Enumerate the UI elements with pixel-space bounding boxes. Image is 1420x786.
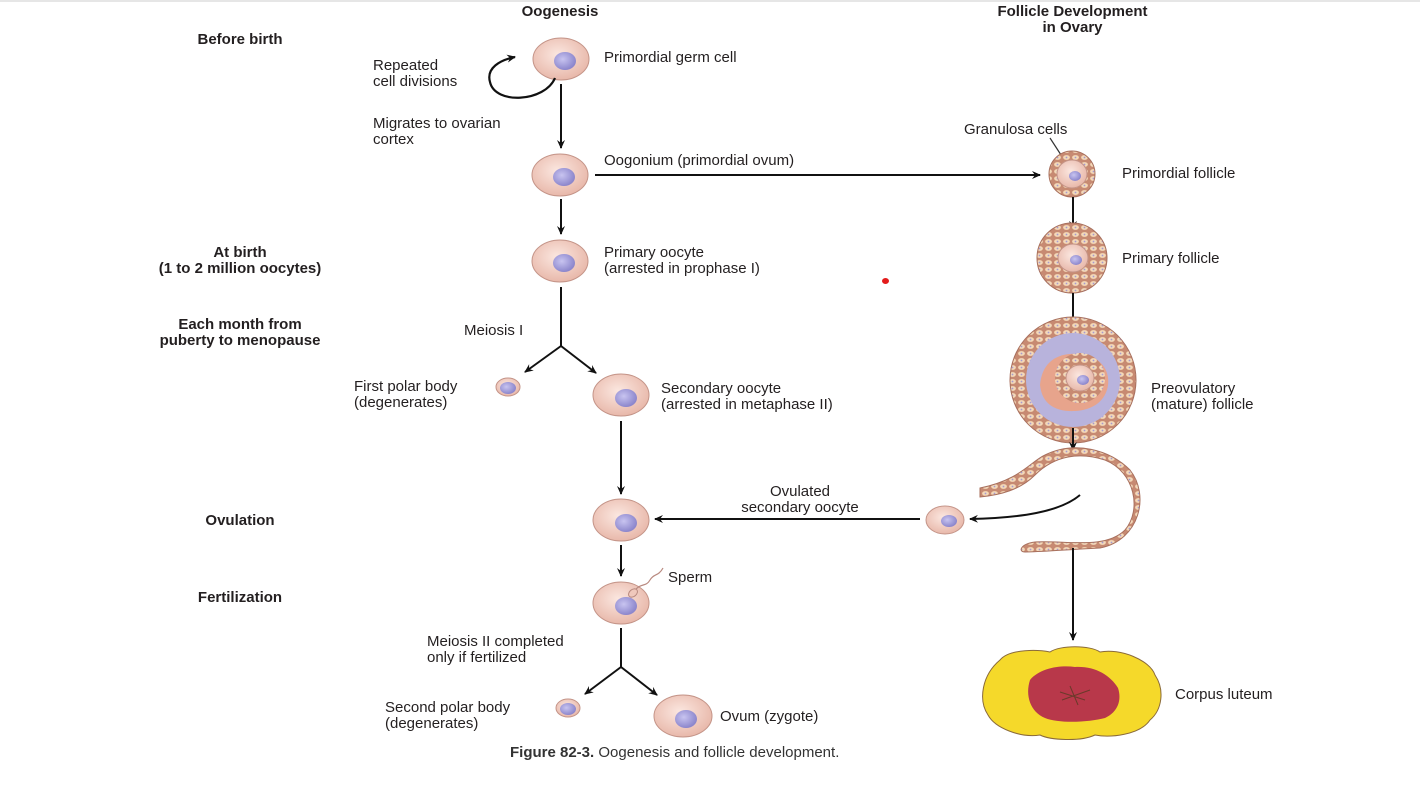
repeated-divisions-arrow [488,54,557,99]
oogenesis-header: Oogenesis [521,3,599,20]
arrow-to-first-polar-body [524,345,562,373]
stage-at-birth: At birth (1 to 2 million oocytes) [158,244,322,277]
label-oogonium: Oogonium (primordial ovum) [604,152,795,169]
label-preovulatory-follicle: Preovulatory (mature) follicle [1151,380,1254,413]
figure-caption-text: Oogenesis and follicle development. [598,744,840,761]
corpus-luteum [982,646,1162,740]
label-migrates: Migrates to ovarian cortex [373,115,501,148]
label-primary-follicle: Primary follicle [1122,250,1220,267]
ruptured-follicle [979,447,1141,553]
label-repeated-divisions: Repeated cell divisions [373,57,458,90]
arrow-release-oocyte [969,494,1081,523]
label-sperm: Sperm [668,569,713,586]
first-polar-body [495,377,521,397]
ovum-zygote-cell [653,694,713,738]
label-primordial-germ-cell: Primordial germ cell [604,49,737,66]
label-primordial-follicle: Primordial follicle [1122,165,1236,182]
arrow-to-second-polar-body [584,666,622,695]
label-first-polar-body: First polar body (degenerates) [354,378,458,411]
second-polar-body [555,698,581,718]
primordial-germ-cell [532,37,590,81]
stage-ovulation: Ovulation [205,512,275,529]
stage-fertilization: Fertilization [197,589,283,606]
preovulatory-follicle [1009,316,1137,444]
annotation-dot [882,278,889,284]
label-meiosis-2: Meiosis II completed only if fertilized [427,633,564,666]
label-corpus-luteum: Corpus luteum [1175,686,1273,703]
oogonium-cell [531,153,589,197]
label-ovulated-secondary-oocyte: Ovulated secondary oocyte [741,483,859,516]
figure-caption: Figure 82-3. Oogenesis and follicle deve… [510,744,839,761]
primordial-follicle [1048,150,1096,198]
primary-oocyte-cell [531,239,589,283]
sperm-icon [628,567,664,598]
label-secondary-oocyte: Secondary oocyte (arrested in metaphase … [661,380,833,413]
label-second-polar-body: Second polar body (degenerates) [385,699,511,732]
label-ovum: Ovum (zygote) [720,708,819,725]
arrow-to-ovum [620,666,658,696]
arrow-to-secondary-oocyte [560,345,597,374]
label-meiosis-1: Meiosis I [464,322,524,339]
stage-before-birth: Before birth [197,31,283,48]
stage-each-month: Each month from puberty to menopause [159,316,321,349]
follicle-development-header: Follicle Development in Ovary [997,3,1148,36]
top-border [0,0,1420,2]
figure-number: Figure 82-3. [510,744,595,761]
secondary-oocyte-cell [592,373,650,417]
label-primary-oocyte: Primary oocyte (arrested in prophase I) [604,244,760,277]
label-granulosa-cells: Granulosa cells [964,121,1068,138]
ovulated-oocyte-cell [592,498,650,542]
fertilized-oocyte-cell [592,581,650,625]
primary-follicle [1036,222,1108,294]
small-ovulated-oocyte [925,505,965,535]
